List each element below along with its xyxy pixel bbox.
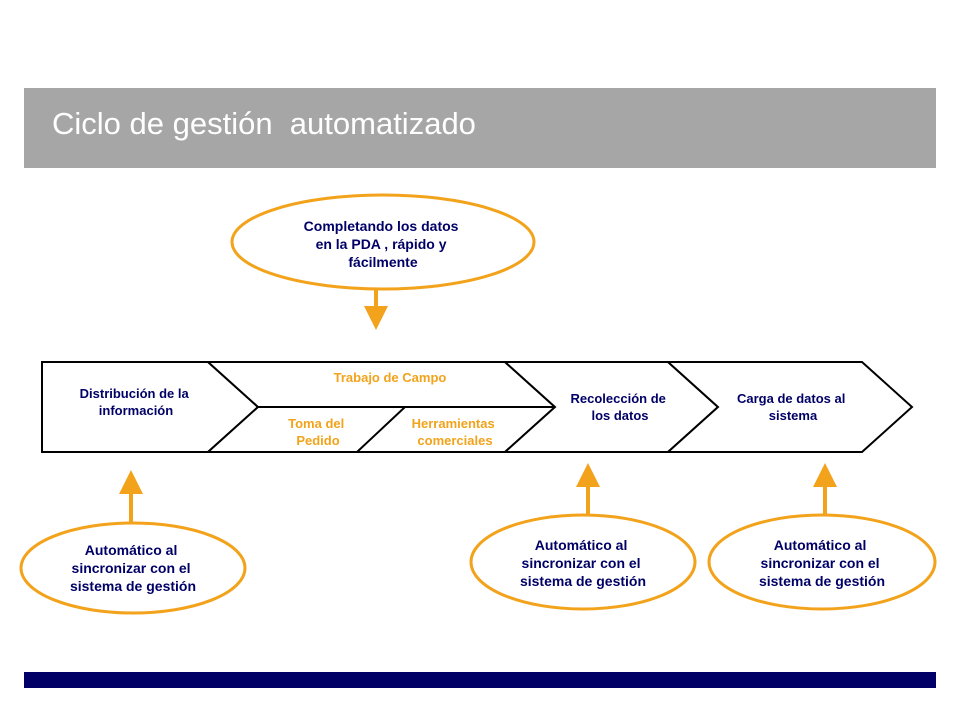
callout-bottom-mid-ellipse (469, 513, 697, 611)
callout-bottom-left-text: Automático al sincronizar con el sistema… (70, 542, 196, 594)
substage-toma-label: Toma del Pedido (288, 416, 348, 448)
callout-bottom-right-text: Automático al sincronizar con el sistema… (759, 537, 885, 589)
stage-recoleccion-label: Recolección de los datos (571, 391, 670, 423)
callout-bottom-mid-text: Automático al sincronizar con el sistema… (520, 537, 646, 589)
stage-carga-label: Carga de datos al sistema (737, 391, 849, 423)
stage-carga-shape (665, 361, 914, 453)
callout-top-text: Completando los datos en la PDA , rápido… (304, 218, 463, 270)
title-bar: Ciclo de gestión automatizado (24, 88, 936, 168)
stage-distribucion-label: Distribución de la información (80, 386, 193, 418)
stage-trabajo-label: Trabajo de Campo (334, 370, 447, 385)
substage-herramientas-label: Herramientas comerciales (412, 416, 499, 448)
slide-title: Ciclo de gestión automatizado (52, 106, 476, 141)
callout-bottom-left-ellipse (19, 521, 247, 615)
callout-bottom-right-ellipse (707, 513, 937, 611)
footer-bar (24, 672, 936, 688)
trabajo-divider-slant (356, 406, 406, 453)
callout-top-ellipse (230, 193, 536, 291)
